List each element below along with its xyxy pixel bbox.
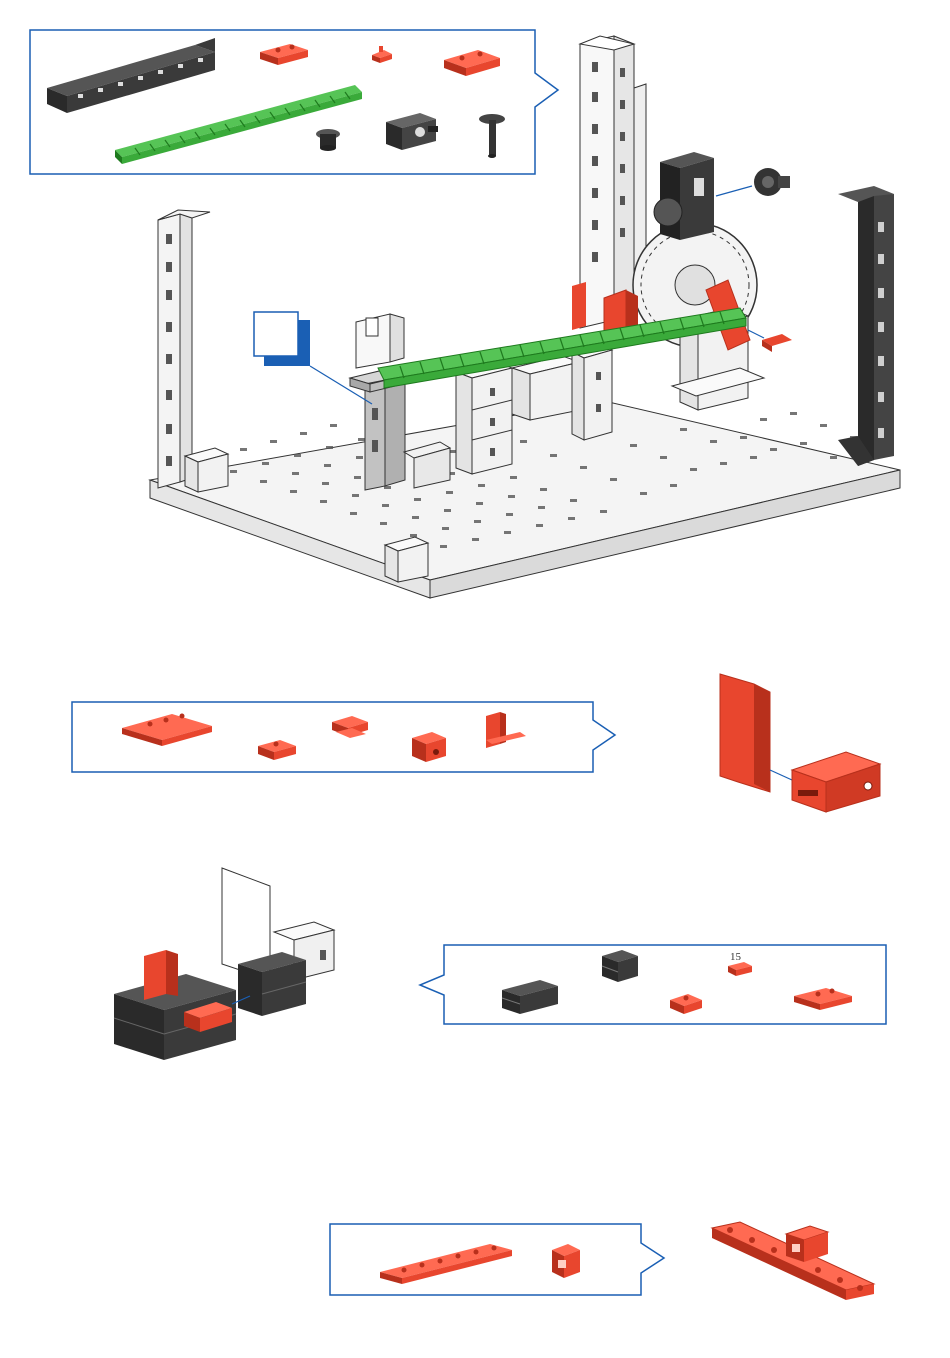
red-strip-plate-part <box>380 1244 512 1284</box>
black-block-30-part <box>502 980 558 1014</box>
black-base-assembly-illustration <box>100 860 360 1080</box>
red-hinge-block-part <box>552 1244 580 1278</box>
red-plate-30x45-part <box>122 714 212 747</box>
red-angle-double-part <box>332 716 368 738</box>
parts-list-3-callout-frame <box>420 945 886 1024</box>
white-middle-block <box>512 356 580 420</box>
black-motor-block <box>654 152 714 240</box>
red-block-5-part <box>258 740 296 760</box>
black-pinion-gear <box>716 168 790 196</box>
red-angle-bracket-part <box>486 712 526 748</box>
main-assembly-illustration <box>0 0 950 640</box>
red-block-5-part-b <box>670 994 702 1014</box>
red-connector-15-part: 15 <box>728 951 752 976</box>
white-block-left-front <box>185 448 228 492</box>
connector-length-label: 15 <box>730 951 742 963</box>
white-block-center-front <box>385 537 428 582</box>
strip-assembly-illustration <box>700 1210 900 1330</box>
parts-list-3: 15 <box>400 930 900 1040</box>
black-block-15-part <box>602 950 638 982</box>
red-plate-15x30-part-b <box>794 988 852 1010</box>
left-white-column <box>158 210 210 488</box>
parts-list-4 <box>320 1210 680 1310</box>
white-fork-top <box>356 314 404 368</box>
white-center-stack <box>456 362 512 474</box>
blue-marker-callout <box>254 312 372 404</box>
white-right-stack <box>572 344 612 440</box>
red-block-15-part <box>412 732 446 762</box>
sign-assembly-illustration <box>700 660 920 840</box>
baseplate <box>150 400 900 598</box>
right-black-column <box>838 186 894 466</box>
